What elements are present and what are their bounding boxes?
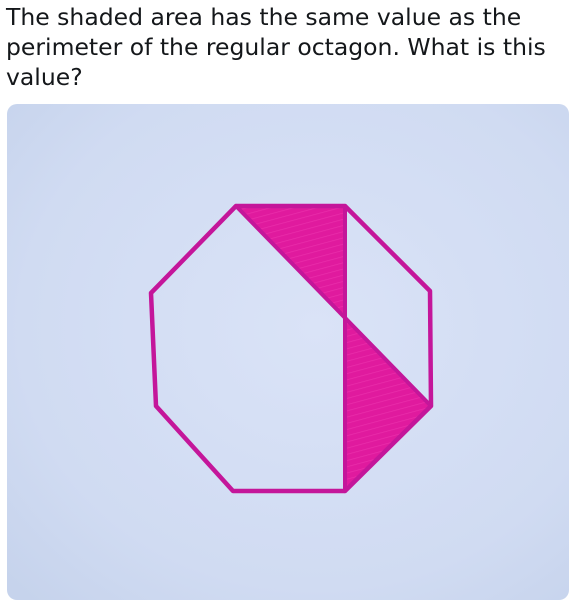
regular-octagon bbox=[148, 203, 434, 494]
post-text: The shaded area has the same value as th… bbox=[6, 3, 546, 91]
paper-background bbox=[7, 104, 569, 600]
octagon-drawing bbox=[7, 104, 569, 600]
diagonal-line bbox=[234, 204, 433, 408]
post-photo[interactable] bbox=[7, 104, 569, 600]
